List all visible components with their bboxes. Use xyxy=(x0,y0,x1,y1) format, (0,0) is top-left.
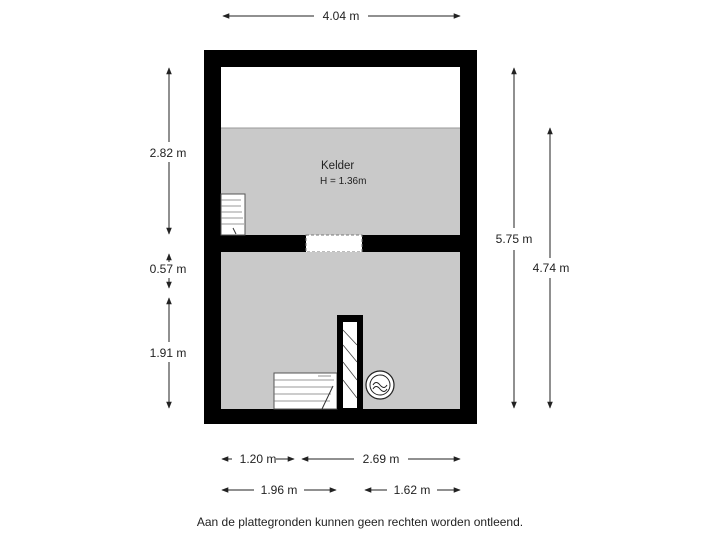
dim-right-outer-label: 5.75 m xyxy=(496,232,533,246)
dim-left-middle-label: 0.57 m xyxy=(150,262,187,276)
upper-white-zone xyxy=(221,67,460,128)
shaft-column xyxy=(337,315,363,409)
dim-bottom-row1-left-label: 1.20 m xyxy=(240,452,277,466)
room-height: H = 1.36m xyxy=(320,176,366,187)
room-name: Kelder xyxy=(321,160,354,172)
dim-top-label: 4.04 m xyxy=(323,9,360,23)
kelder-floor xyxy=(221,128,460,235)
dim-left-lower-label: 1.91 m xyxy=(150,346,187,360)
disclaimer-text: Aan de plattegronden kunnen geen rechten… xyxy=(196,515,524,529)
dim-right: 5.75 m 4.74 m xyxy=(496,67,570,409)
stair-upper xyxy=(220,193,246,236)
dim-top: 4.04 m xyxy=(222,9,461,23)
dim-bottom-row1: 1.20 m 2.69 m xyxy=(221,452,461,466)
dim-bottom-row2-right-label: 1.62 m xyxy=(394,483,431,497)
dim-right-inner-label: 4.74 m xyxy=(533,261,570,275)
dim-left-upper-label: 2.82 m xyxy=(150,146,187,160)
wall-opening xyxy=(305,234,363,253)
dim-bottom-row1-right-label: 2.69 m xyxy=(363,452,400,466)
dim-left: 2.82 m 0.57 m 1.91 m xyxy=(150,67,187,409)
dim-bottom-row2-left-label: 1.96 m xyxy=(261,483,298,497)
boiler-icon xyxy=(365,370,395,400)
dim-bottom-row2: 1.96 m 1.62 m xyxy=(221,483,461,497)
stair-lower xyxy=(273,372,338,410)
